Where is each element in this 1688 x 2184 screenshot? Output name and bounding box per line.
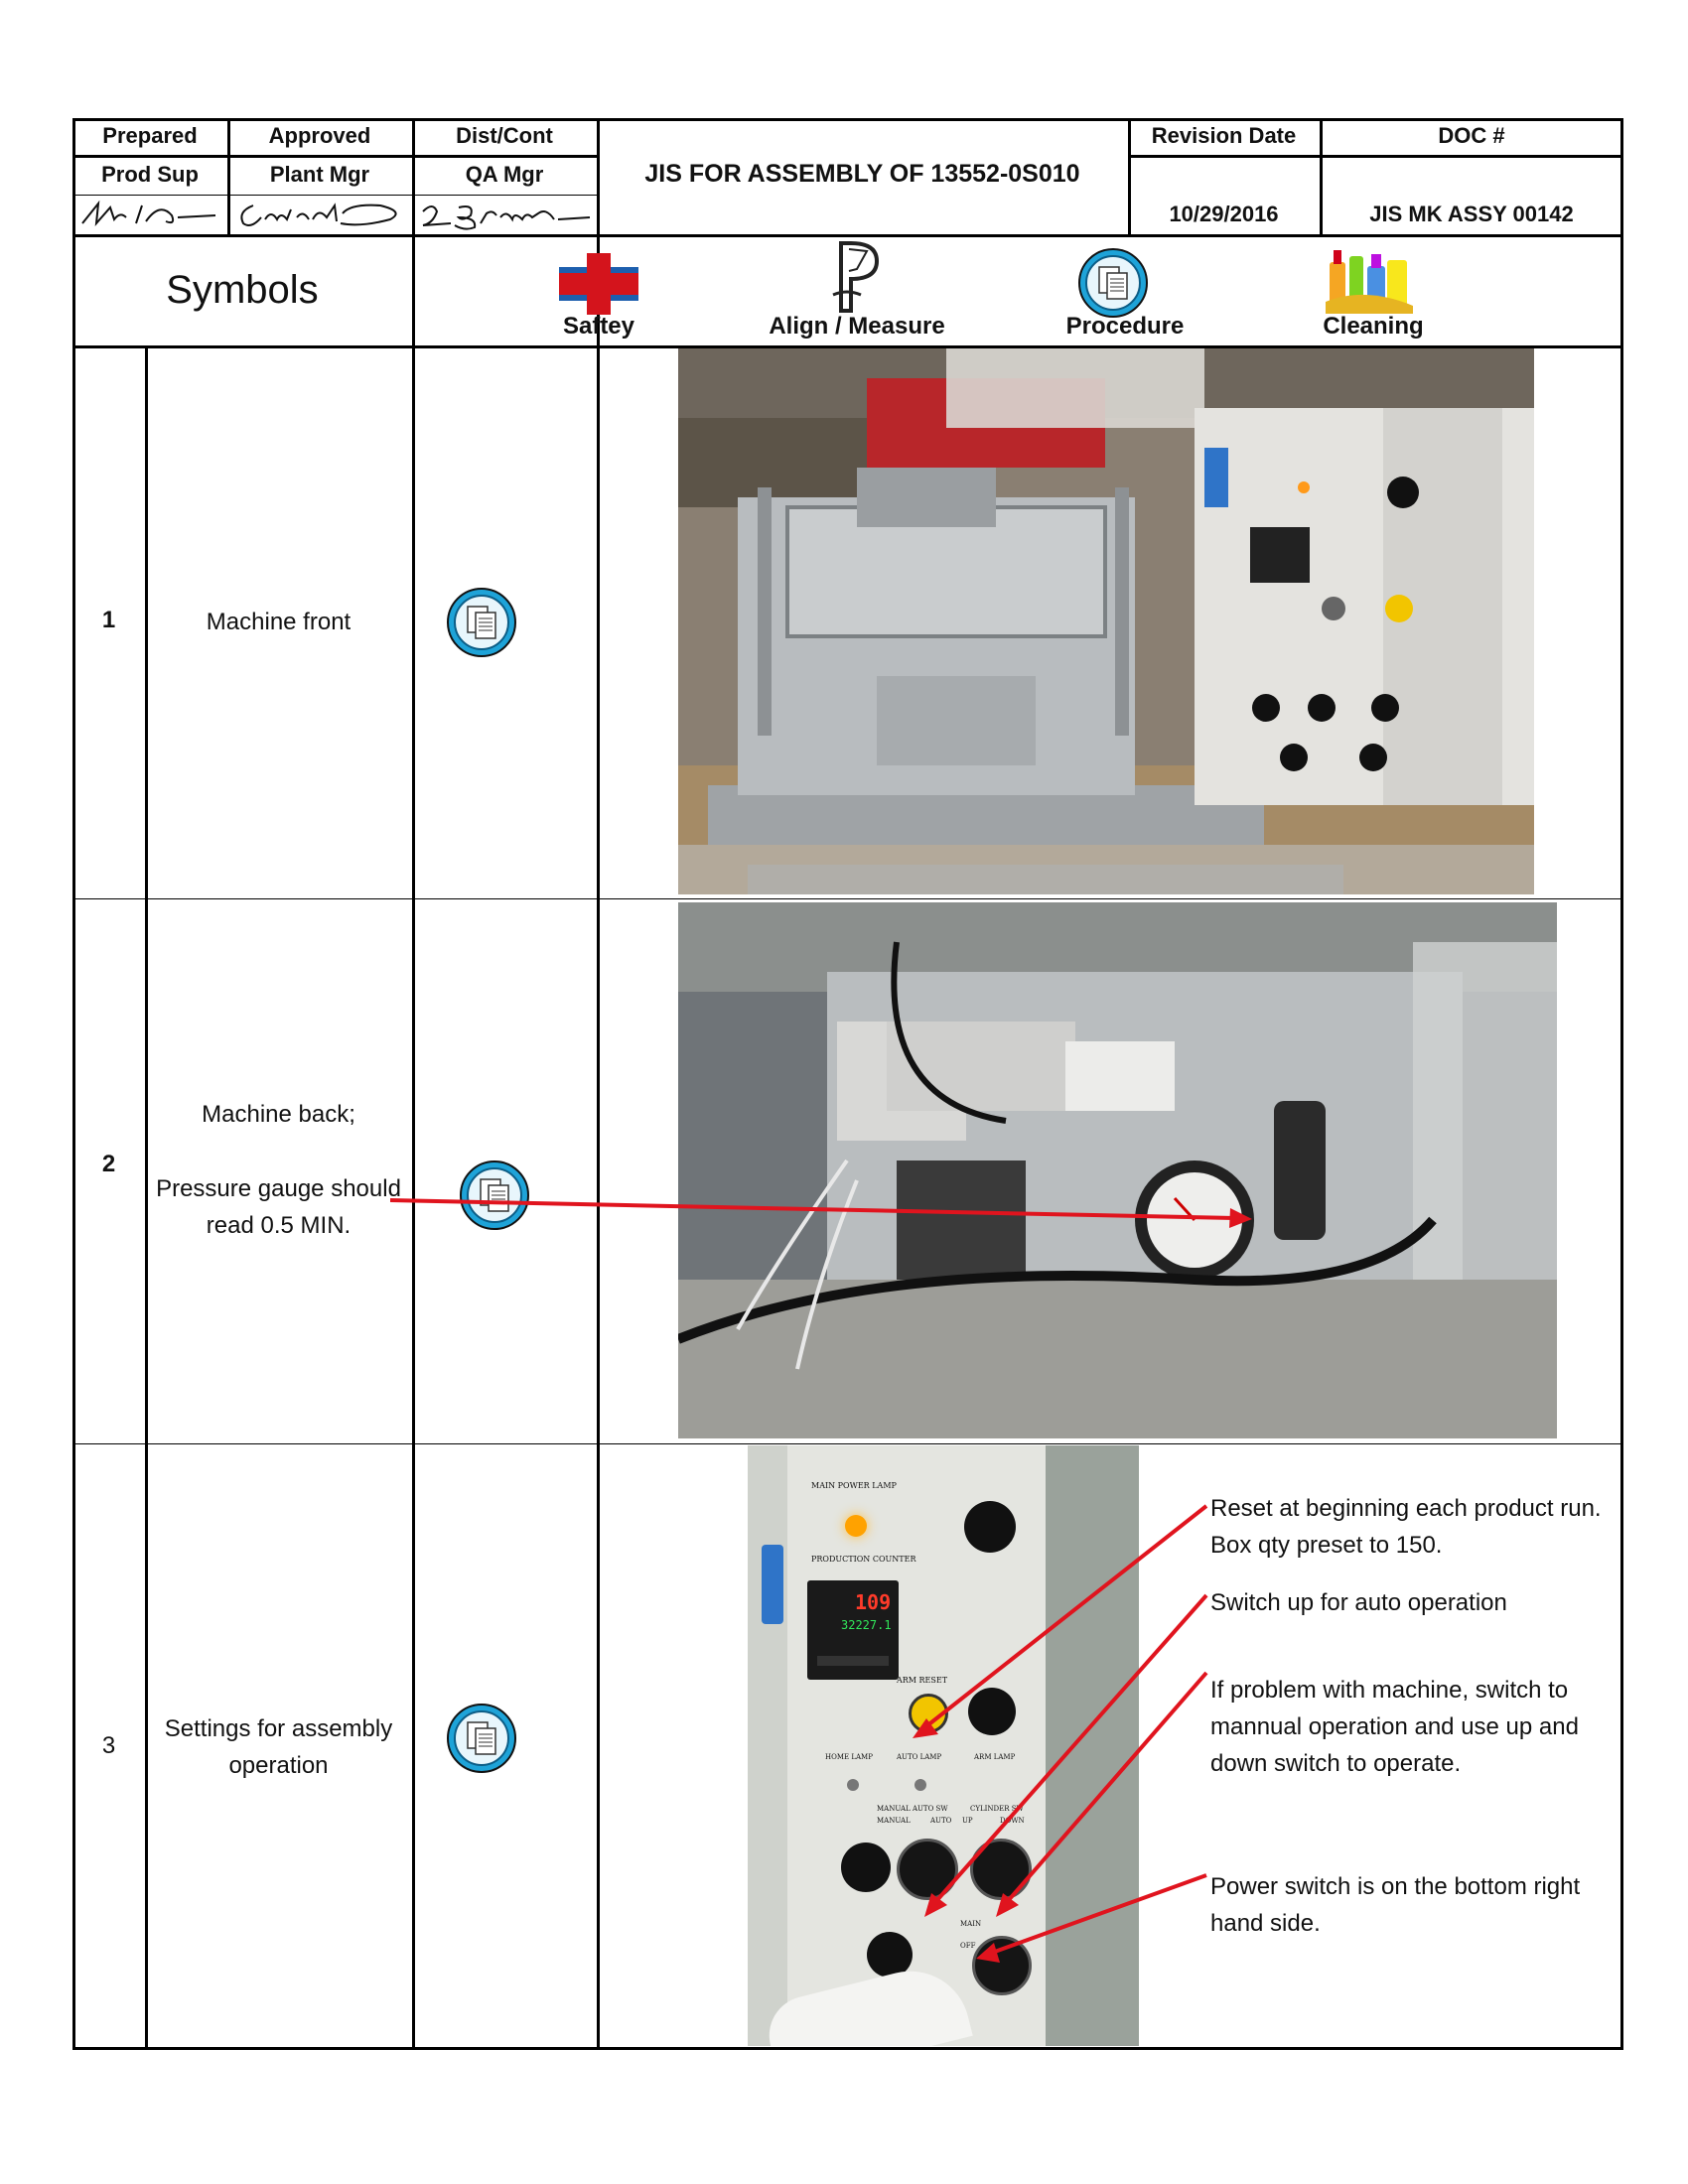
symbol-label-align: Align / Measure xyxy=(769,313,945,340)
panel-label: PRODUCTION COUNTER xyxy=(811,1555,916,1564)
note-manual-operation: If problem with machine, switch to mannu… xyxy=(1210,1677,1579,1777)
note-power-switch: Power switch is on the bottom right hand… xyxy=(1210,1873,1581,1937)
panel-hole xyxy=(968,1688,1016,1735)
document-title: JIS FOR ASSEMBLY OF 13552-0S010 xyxy=(644,160,1080,188)
panel-hole xyxy=(841,1843,891,1892)
panel-label: MAIN POWER LAMP xyxy=(811,1481,897,1490)
header-col-line xyxy=(227,118,230,234)
col-line xyxy=(597,118,600,2050)
panel-hole xyxy=(964,1501,1016,1553)
document-icon xyxy=(460,1160,529,1230)
signature-plant-mgr xyxy=(240,203,397,226)
annotation-arrows xyxy=(913,1504,1208,1963)
panel-hole xyxy=(867,1932,913,1978)
header-divider xyxy=(72,195,597,196)
row-divider xyxy=(72,1443,1623,1444)
dist-cont-label: Dist/Cont xyxy=(456,123,553,148)
panel-label: MANUAL AUTO SW xyxy=(877,1805,948,1813)
panel-label: MAIN xyxy=(960,1920,982,1928)
step-description: Settings for assembly operation xyxy=(164,1715,393,1779)
panel-label: ARM RESET xyxy=(897,1676,948,1685)
panel-label: CYLINDER SW xyxy=(970,1805,1024,1813)
signature-qa-mgr xyxy=(422,205,591,230)
header-divider xyxy=(1128,155,1623,158)
prepared-label: Prepared xyxy=(102,123,198,148)
header-col-line xyxy=(1128,118,1131,234)
step-number: 3 xyxy=(101,1732,116,1759)
symbols-bottom-line xyxy=(72,345,1623,348)
cleaning-supplies-icon xyxy=(1326,250,1413,314)
machine-back-photo xyxy=(678,902,1557,1438)
step-number: 1 xyxy=(101,607,116,633)
header-bottom-line xyxy=(72,234,1623,237)
symbol-label-safety: Saftey xyxy=(562,313,635,340)
production-counter: 109 32227.1 xyxy=(807,1580,899,1680)
caliper-icon xyxy=(832,241,880,313)
symbols-heading: Symbols xyxy=(166,268,319,312)
note-auto-switch: Switch up for auto operation xyxy=(1210,1589,1507,1616)
document-icon xyxy=(447,1704,516,1773)
symbol-label-procedure: Procedure xyxy=(1065,313,1185,340)
machine-front-photo xyxy=(678,348,1534,894)
prod-sup-label: Prod Sup xyxy=(101,162,199,187)
red-cross-icon xyxy=(559,253,638,315)
doc-number: JIS MK ASSY 00142 xyxy=(1369,202,1574,226)
panel-label: MANUAL xyxy=(877,1817,911,1825)
panel-label: UP xyxy=(962,1817,973,1825)
plant-mgr-label: Plant Mgr xyxy=(269,162,370,187)
header-col-line xyxy=(1320,118,1323,234)
pressure-gauge-arrow xyxy=(390,1198,1252,1228)
counter-preset: 32227.1 xyxy=(841,1618,892,1632)
approved-label: Approved xyxy=(268,123,371,148)
document-icon xyxy=(447,588,516,657)
counter-count: 109 xyxy=(855,1590,892,1614)
manual-auto-switch xyxy=(897,1839,958,1900)
panel-label: HOME LAMP xyxy=(825,1753,873,1761)
col-line xyxy=(412,118,415,2050)
qa-mgr-label: QA Mgr xyxy=(465,162,544,187)
panel-label: OFF xyxy=(960,1942,976,1950)
revision-date: 10/29/2016 xyxy=(1169,202,1279,226)
step-description: Machine front xyxy=(206,609,352,635)
symbol-label-cleaning: Cleaning xyxy=(1323,313,1424,340)
row-divider xyxy=(72,898,1623,899)
sheet-border xyxy=(72,118,1623,2050)
note-reset-counter: Reset at beginning each product run. Box… xyxy=(1210,1495,1602,1559)
col-line xyxy=(145,345,148,2050)
panel-label: AUTO xyxy=(930,1817,952,1825)
jis-sheet: Prepared Approved Dist/Cont Prod Sup Pla… xyxy=(72,118,1623,2050)
header-divider xyxy=(72,155,597,158)
power-lamp xyxy=(845,1515,867,1537)
panel-label: ARM LAMP xyxy=(974,1753,1016,1761)
signature-prod-sup xyxy=(81,200,216,227)
panel-label: AUTO LAMP xyxy=(897,1753,942,1761)
step-number: 2 xyxy=(101,1151,116,1177)
revision-date-label: Revision Date xyxy=(1151,123,1297,148)
power-switch xyxy=(972,1936,1032,1995)
doc-number-label: DOC # xyxy=(1438,123,1505,148)
step-description: Machine back; xyxy=(202,1101,355,1128)
step-description-note: Pressure gauge should read 0.5 MIN. xyxy=(156,1175,401,1239)
document-icon xyxy=(1078,248,1148,318)
panel-label: DOWN xyxy=(1000,1817,1025,1825)
